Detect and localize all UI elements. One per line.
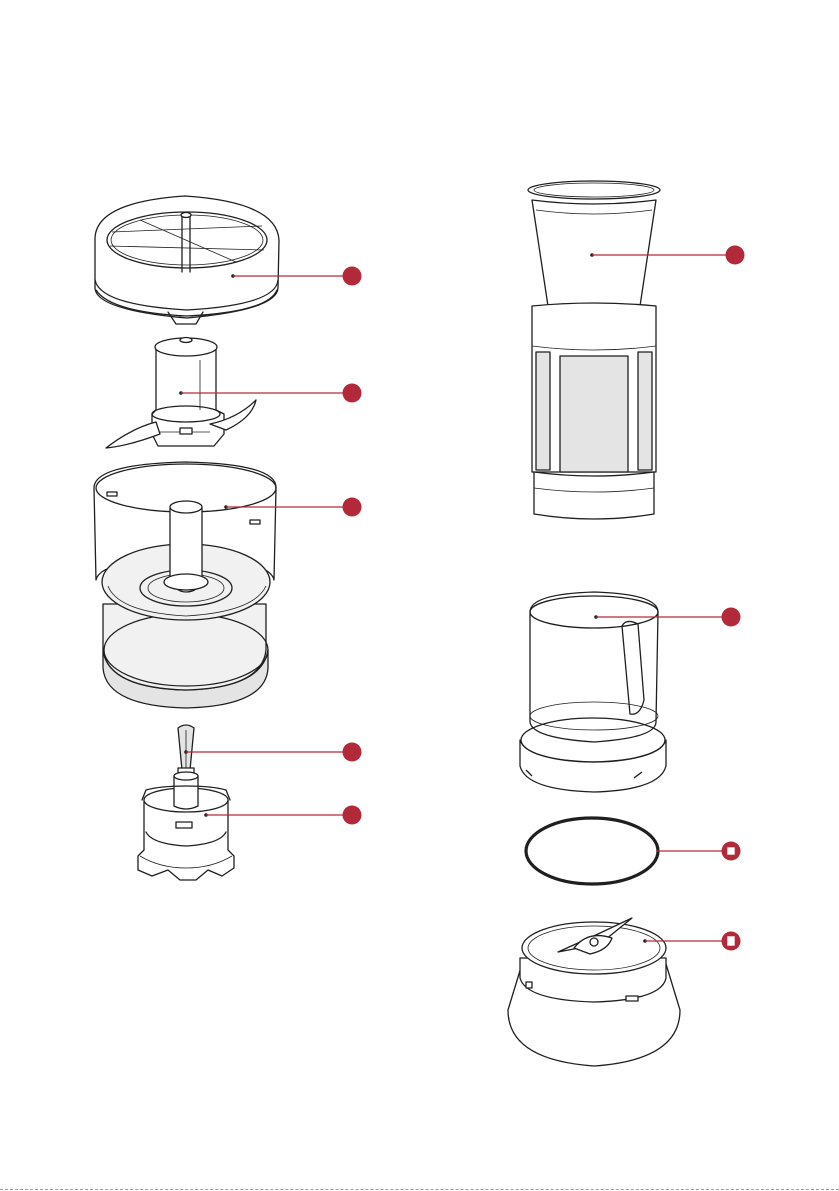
callout-chopper-blade <box>343 384 362 403</box>
callout-grinder-cup <box>722 608 741 627</box>
blender-jar <box>528 181 660 519</box>
grinder-cup <box>520 592 666 792</box>
callout-blender-jar <box>726 246 745 265</box>
callout-chopper-lid <box>343 267 362 286</box>
sealing-ring <box>526 818 658 884</box>
chopper-bowl <box>94 462 276 708</box>
callout-drive-shaft <box>343 743 362 762</box>
blade-base <box>508 918 680 1066</box>
callout-chopper-bowl <box>343 498 362 517</box>
page-bottom-rule <box>0 1189 839 1190</box>
gear-unit <box>138 772 234 880</box>
chopper-lid <box>95 196 279 324</box>
callout-gear-unit <box>343 806 362 825</box>
